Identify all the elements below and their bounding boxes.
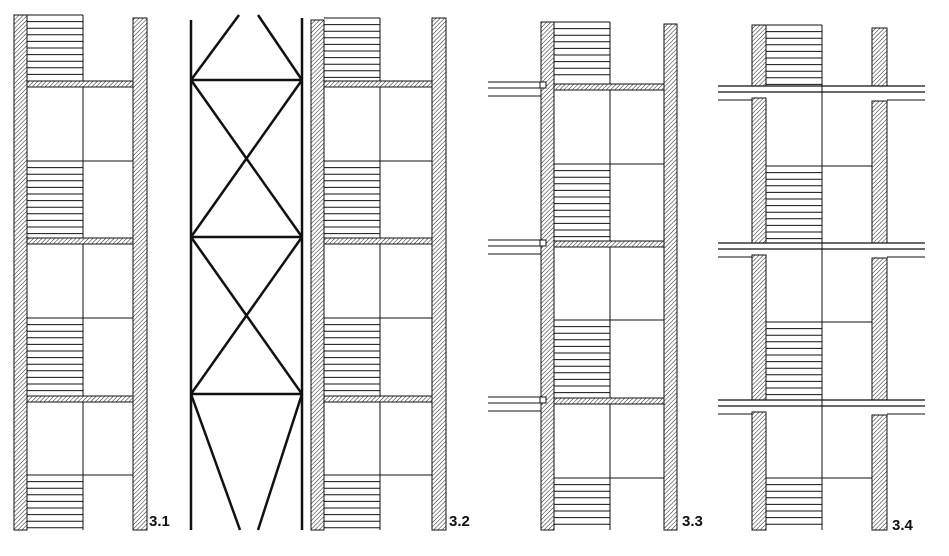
- truss-diagonal: [189, 393, 242, 531]
- left-wall-segment: [751, 411, 767, 531]
- floor-slab: [323, 80, 433, 88]
- floor-slab: [26, 80, 134, 88]
- panel-label-3-4: 3.4: [892, 517, 913, 534]
- floor-slab: [323, 237, 433, 245]
- floor-slab: [553, 240, 665, 248]
- right-wall-segment: [871, 257, 888, 401]
- right-wall: [132, 17, 148, 531]
- balcony-cap: [539, 81, 547, 89]
- right-wall: [431, 17, 447, 531]
- truss-diagonal: [256, 393, 304, 531]
- panel-label-3-3: 3.3: [682, 513, 703, 530]
- left-wall: [13, 14, 28, 531]
- floor-slab: [26, 395, 134, 403]
- left-wall-segment: [751, 254, 767, 401]
- truss-diagonal: [189, 236, 304, 395]
- right-wall-segment: [871, 100, 888, 244]
- right-wall-segment: [871, 27, 888, 87]
- panel-label-3-1: 3.1: [149, 513, 170, 530]
- left-wall-segment: [751, 24, 767, 87]
- floor-slab: [553, 397, 665, 405]
- left-wall: [310, 19, 325, 531]
- panel-label-3-2: 3.2: [449, 513, 470, 530]
- truss-diagonal: [189, 14, 241, 81]
- floor-slab: [553, 83, 665, 91]
- left-wall: [540, 21, 555, 531]
- truss-diagonal: [189, 79, 304, 238]
- floor-slab: [323, 395, 433, 403]
- balcony-cap: [539, 396, 547, 404]
- right-wall: [663, 23, 678, 531]
- left-wall-segment: [751, 97, 767, 244]
- right-wall-segment: [871, 414, 888, 531]
- balcony-cap: [539, 239, 547, 247]
- floor-slab: [26, 237, 134, 245]
- truss-diagonal: [256, 14, 304, 81]
